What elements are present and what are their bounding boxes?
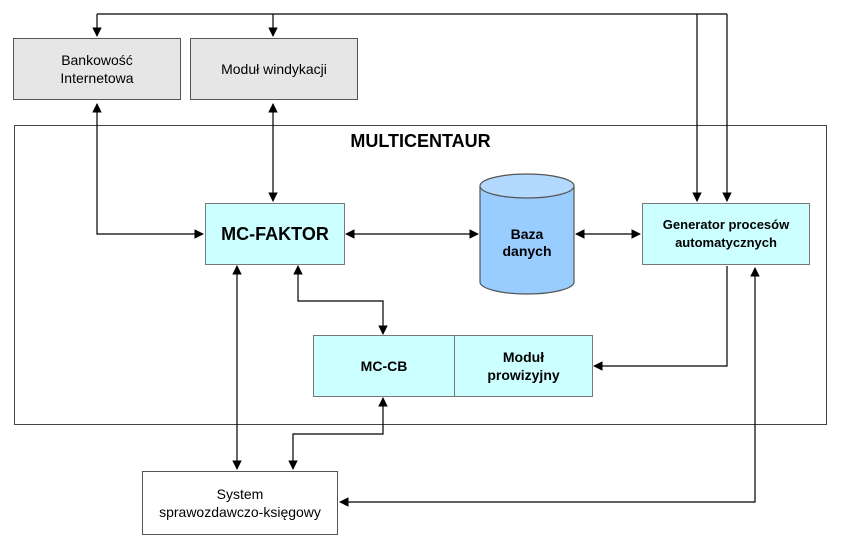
bankowosc-internetowa-box: Bankowość Internetowa bbox=[13, 38, 181, 100]
mc-faktor-box: MC-FAKTOR bbox=[205, 203, 345, 265]
generator-label: Generator procesów automatycznych bbox=[662, 217, 790, 250]
modul-windykacji-label: Moduł windykacji bbox=[221, 61, 327, 77]
multicentaur-title: MULTICENTAUR bbox=[350, 131, 491, 151]
mc-cb-box: MC-CB bbox=[313, 335, 455, 397]
modul-prowizyjny-box: Moduł prowizyjny bbox=[454, 335, 593, 397]
baza-danych-label: Baza danych bbox=[502, 226, 552, 259]
system-sprawozdawczy-box: System sprawozdawczo-księgowy bbox=[142, 471, 338, 535]
bankowosc-internetowa-label: Bankowość Internetowa bbox=[60, 52, 134, 86]
mc-cb-label: MC-CB bbox=[360, 358, 408, 374]
arrow-generator-prowizyjny bbox=[593, 266, 728, 371]
database-cylinder bbox=[479, 173, 575, 295]
modul-prowizyjny-label: Moduł prowizyjny bbox=[487, 349, 560, 383]
modul-windykacji-box: Moduł windykacji bbox=[190, 38, 358, 100]
mc-faktor-label: MC-FAKTOR bbox=[221, 223, 329, 244]
generator-box: Generator procesów automatycznych bbox=[642, 203, 810, 265]
system-sprawozdawczy-label: System sprawozdawczo-księgowy bbox=[159, 486, 321, 520]
arrow-bankowosc-mcfaktor bbox=[92, 103, 204, 239]
arrow-generator-system bbox=[339, 267, 760, 507]
arrow-mcfaktor-mccb bbox=[293, 265, 388, 335]
arrow-mccb-system bbox=[288, 397, 388, 470]
